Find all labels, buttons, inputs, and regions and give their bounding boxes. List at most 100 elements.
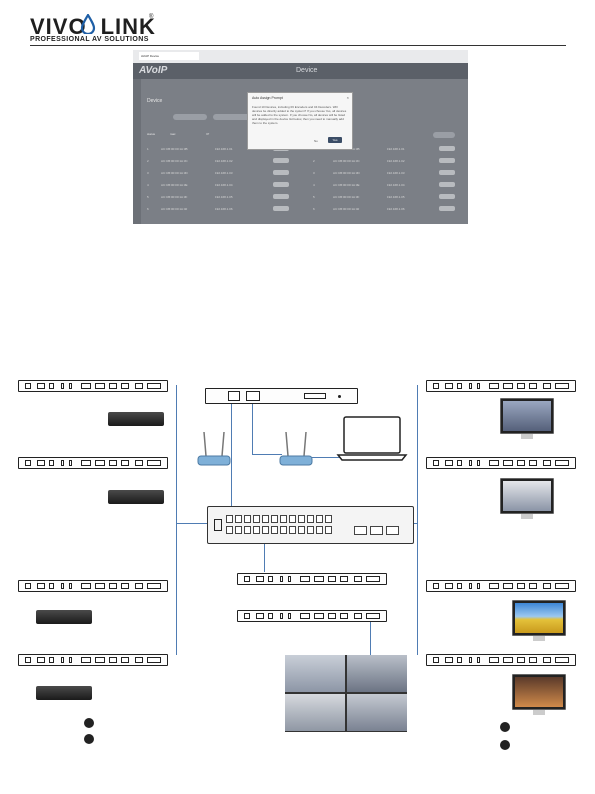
device-port (503, 657, 513, 663)
row-ip: 192.168.1.04 (215, 183, 233, 187)
device-port (543, 460, 551, 466)
row-action-button[interactable] (273, 170, 289, 175)
row-ip: 192.168.1.02 (215, 159, 233, 163)
device-port (555, 583, 569, 589)
device-port (95, 657, 105, 663)
row-action-button[interactable] (439, 194, 455, 199)
ethernet-port (307, 526, 314, 534)
yes-button[interactable]: Yes (328, 137, 342, 143)
action-button-2[interactable] (213, 114, 255, 120)
device-port (543, 383, 551, 389)
device-port (95, 383, 105, 389)
device-port (109, 657, 117, 663)
device-port (517, 657, 525, 663)
device-port (314, 613, 324, 619)
decoder-wall-link (370, 622, 371, 655)
device-port (477, 383, 480, 389)
row-action-button[interactable] (273, 158, 289, 163)
device-port (49, 383, 54, 389)
right-bus-line (417, 385, 418, 655)
row-index: 6 (147, 207, 149, 211)
browser-tab[interactable]: AVoIP Device (139, 52, 199, 60)
device-port (433, 383, 439, 389)
row-action-button[interactable] (273, 182, 289, 187)
device-port (328, 576, 336, 582)
dialog-message: Found 10 Devices, including 06 Encoders … (252, 105, 347, 125)
decoder-device (426, 380, 576, 392)
ethernet-port (298, 526, 305, 534)
device-port (37, 383, 45, 389)
device-port (477, 460, 480, 466)
video-wall (285, 655, 407, 732)
row-action-button[interactable] (439, 146, 455, 151)
device-port (457, 460, 462, 466)
row-index: 2 (147, 159, 149, 163)
device-port (469, 460, 472, 466)
apply-button[interactable] (433, 132, 455, 138)
device-port (529, 383, 537, 389)
browser-bar: AVoIP Device (133, 50, 468, 63)
ethernet-port (226, 526, 233, 534)
encoder-device (18, 654, 168, 666)
device-port (81, 383, 91, 389)
device-port (445, 383, 453, 389)
left-bus-line (176, 385, 177, 655)
auto-assign-dialog: Auto Assign Prompt × Found 10 Devices, i… (247, 92, 353, 150)
device-port (477, 657, 480, 663)
lan-port (228, 391, 240, 401)
dialog-title: Auto Assign Prompt (252, 96, 283, 100)
header-status: status (147, 132, 156, 136)
device-port (121, 583, 129, 589)
wifi-router-icon (197, 431, 231, 466)
row-mac: AC:CB:00:00:1A:3D (333, 171, 360, 175)
device-port (457, 583, 462, 589)
monitor-icon (500, 478, 554, 519)
row-action-button[interactable] (273, 194, 289, 199)
device-port (433, 460, 439, 466)
video-wall-tile (347, 655, 407, 692)
row-action-button[interactable] (439, 182, 455, 187)
table-header: status mac IP (147, 132, 209, 136)
device-port (69, 460, 72, 466)
close-icon[interactable]: × (346, 95, 349, 100)
device-port (354, 576, 362, 582)
device-port (61, 583, 64, 589)
action-button-1[interactable] (173, 114, 207, 120)
row-action-button[interactable] (439, 158, 455, 163)
ethernet-port (325, 515, 332, 523)
encoder-device (237, 573, 387, 585)
laptop-link (312, 457, 342, 458)
device-port (300, 576, 310, 582)
device-port (147, 657, 161, 663)
device-port (503, 460, 513, 466)
app-title: AVoIP (139, 65, 168, 76)
row-index: 5 (147, 195, 149, 199)
ethernet-port (253, 515, 260, 523)
device-port (37, 657, 45, 663)
legend-marker-1 (84, 718, 94, 728)
no-button[interactable]: No (314, 139, 318, 143)
device-port (81, 657, 91, 663)
device-port (25, 583, 31, 589)
device-port (433, 583, 439, 589)
ethernet-port (271, 515, 278, 523)
lan-port (246, 391, 260, 401)
encoder-device (18, 580, 168, 592)
device-port (95, 460, 105, 466)
device-port (61, 460, 64, 466)
device-port (517, 460, 525, 466)
device-port (469, 657, 472, 663)
row-action-button[interactable] (273, 206, 289, 211)
device-port (354, 613, 362, 619)
row-action-button[interactable] (439, 206, 455, 211)
row-ip: 192.168.1.01 (387, 147, 405, 151)
device-port (25, 657, 31, 663)
decoder-device (426, 654, 576, 666)
row-mac: AC:CB:00:00:1A:3E (333, 183, 360, 187)
legend-marker-2 (84, 734, 94, 744)
row-action-button[interactable] (439, 170, 455, 175)
